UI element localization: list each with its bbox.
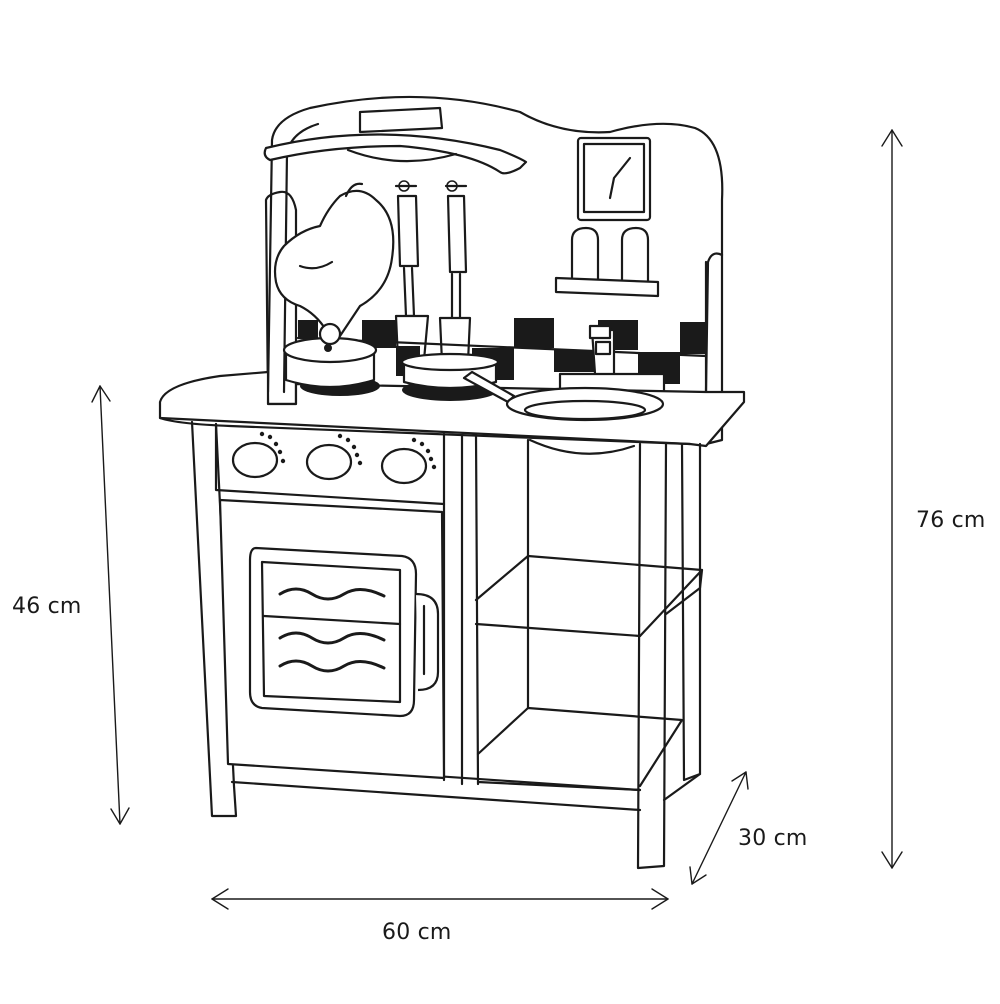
height-arrow-46	[91, 385, 130, 825]
height-arrow-76	[881, 129, 903, 869]
frying-pan	[505, 386, 665, 422]
knob-1	[231, 441, 279, 479]
width-arrow-60	[211, 888, 669, 910]
width-label: 60 cm	[382, 920, 452, 945]
saucepan	[400, 352, 516, 404]
total-height-label: 76 cm	[916, 508, 986, 533]
left-post	[264, 190, 298, 406]
oven-door	[218, 498, 446, 780]
oven-mitt	[273, 182, 395, 340]
knob-2	[305, 443, 353, 481]
hanging-utensils	[394, 180, 472, 364]
depth-label: 30 cm	[738, 826, 808, 851]
spice-shelf	[554, 226, 660, 298]
sink-basin	[528, 438, 636, 455]
counter-height-label: 46 cm	[12, 594, 82, 619]
control-knobs	[231, 431, 437, 485]
checkered-backsplash	[296, 318, 708, 384]
range-hood	[263, 106, 528, 175]
depth-arrow-30	[689, 771, 749, 885]
wall-clock	[576, 136, 652, 222]
pot-with-lid	[282, 322, 378, 389]
knob-3	[380, 447, 428, 485]
